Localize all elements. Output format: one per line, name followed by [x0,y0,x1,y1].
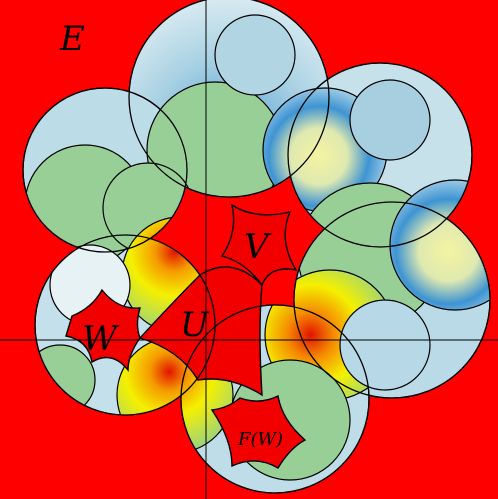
label-u: U [180,305,210,345]
region-v [220,203,298,287]
label-fw: F(W) [237,429,283,450]
disk-outlines [22,0,491,494]
region-fw [210,394,307,469]
label-v: V [244,227,272,267]
region-w [65,288,141,372]
tile-pale-top [214,14,296,96]
label-e: E [59,19,85,59]
label-w: W [82,319,120,359]
tile-pale-right [339,299,431,391]
tile-pale-top-right [349,79,431,161]
